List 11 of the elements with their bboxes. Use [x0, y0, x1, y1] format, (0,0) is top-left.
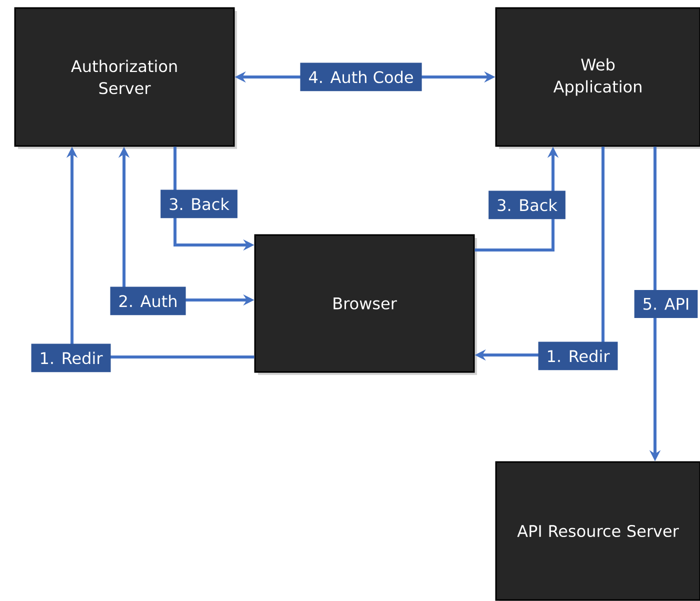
edge-label: 5. API	[634, 290, 698, 318]
edge-label: 3. Back	[160, 190, 238, 218]
process-box: Authorization Server	[14, 7, 237, 149]
edge-label: 1. Redir	[31, 344, 111, 372]
edge-label: 4. Auth Code	[300, 62, 422, 92]
edge-label: 3. Back	[488, 190, 566, 220]
process-box: Browser	[254, 234, 477, 375]
process-box: API Resource Server	[495, 461, 700, 601]
edge-label: 1. Redir	[538, 342, 618, 370]
process-box: Web Application	[495, 7, 700, 149]
edge-label: 2. Auth	[110, 286, 186, 316]
